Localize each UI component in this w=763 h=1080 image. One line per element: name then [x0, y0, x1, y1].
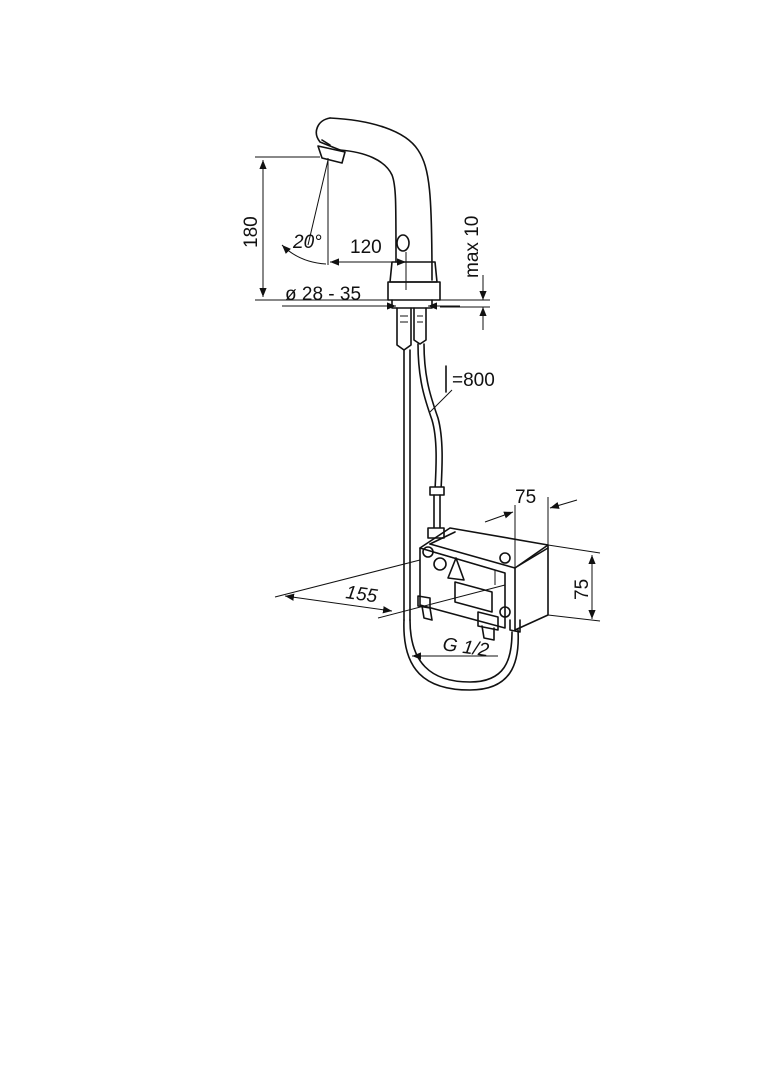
- dim-hose-length-label: =800: [452, 370, 495, 391]
- circle-symbol-icon: [433, 557, 447, 571]
- faucet: [315, 117, 445, 621]
- sensor-icon: [396, 234, 410, 252]
- dim-box-depth-label: 75: [515, 487, 536, 508]
- warning-triangle-icon: [447, 557, 465, 581]
- dim-box-height-label: 75: [572, 579, 593, 600]
- dim-diameter-label: ø 28 - 35: [285, 284, 361, 305]
- dim-reach-label: 120: [350, 237, 382, 258]
- dim-height-label: 180: [241, 216, 262, 248]
- control-box: [403, 527, 549, 691]
- dim-max-label: max 10: [462, 216, 483, 278]
- dim-box-width-label: 155: [344, 582, 379, 607]
- dimension-lines: [255, 156, 601, 660]
- dim-angle-label: 20°: [292, 232, 322, 253]
- dimension-labels: 180 20° 120 max 10 ø 28 - 35 =800 75 75 …: [241, 216, 593, 662]
